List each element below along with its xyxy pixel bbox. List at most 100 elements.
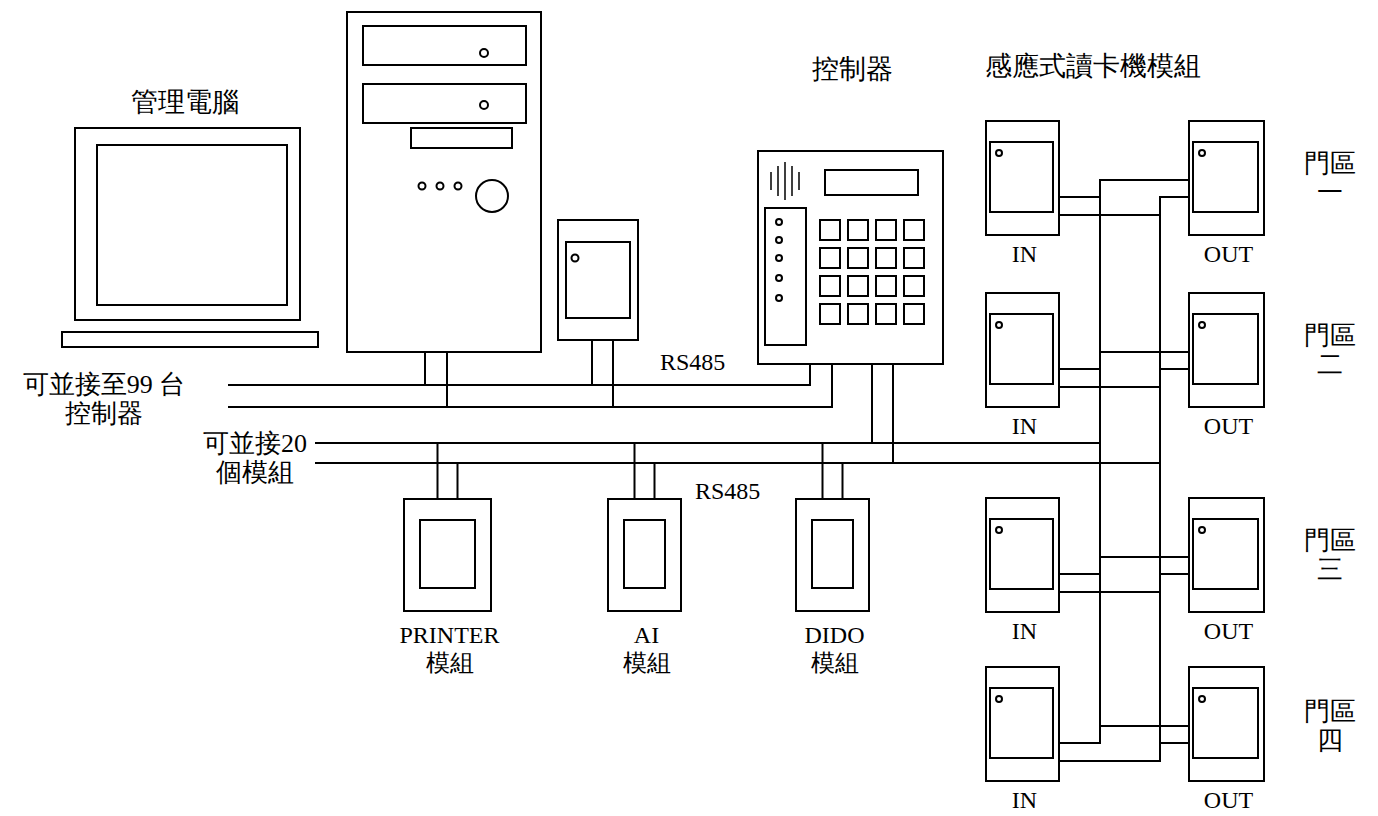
- keypad-key: [904, 248, 924, 268]
- node-label: 控制器: [812, 55, 893, 85]
- node-label: OUT: [1204, 414, 1253, 439]
- annotation-label: RS485: [695, 478, 760, 504]
- reader-led: [996, 150, 1002, 156]
- node-label: AI 模組: [623, 622, 671, 677]
- disk-slot: [411, 128, 512, 148]
- node-label: PRINTER 模組: [400, 622, 500, 677]
- bus-wire: [458, 365, 894, 498]
- reader-pad: [1193, 314, 1258, 384]
- reader-pad: [990, 314, 1053, 384]
- reader-pad: [990, 688, 1053, 758]
- power-button: [476, 180, 508, 212]
- status-led: [776, 219, 782, 225]
- indicator-led: [455, 183, 462, 190]
- node-label: DIDO 模組: [805, 622, 865, 677]
- node-label: OUT: [1204, 788, 1253, 813]
- reader-led: [1199, 527, 1205, 533]
- keypad-key: [848, 220, 868, 240]
- bus-wire: [893, 365, 1188, 743]
- drive-led: [480, 101, 488, 109]
- annotation-label: 可並接至99 台 控制器: [4, 371, 204, 428]
- keypad-key: [848, 276, 868, 296]
- reader-led: [1199, 322, 1205, 328]
- reader-pad: [1193, 142, 1258, 212]
- bus-wire: [893, 197, 1188, 463]
- drive-bay: [363, 26, 526, 65]
- lcd-display: [825, 170, 918, 195]
- io-module: PRINTER 模組: [403, 498, 492, 612]
- module-panel: [624, 520, 665, 588]
- drive-led: [480, 49, 488, 57]
- bus-connector: [425, 352, 832, 407]
- led-strip: [765, 208, 806, 345]
- reader-pad: [566, 242, 630, 318]
- node-label: IN: [1012, 619, 1037, 644]
- reader-pad: [990, 519, 1053, 589]
- bus-wire: [893, 365, 1188, 463]
- card-reader: IN: [985, 120, 1060, 236]
- annotation-label: 感應式讀卡機模組: [985, 52, 1201, 82]
- node-label: OUT: [1204, 242, 1253, 267]
- status-led: [776, 255, 782, 261]
- reader-led: [996, 696, 1002, 702]
- bus-tap: [592, 340, 613, 407]
- speaker-grille: [771, 162, 799, 200]
- reader-pad: [1193, 519, 1258, 589]
- bus-wire: [872, 365, 1188, 726]
- reader-led: [572, 255, 579, 262]
- annotation-label: 門區 一: [1304, 150, 1356, 207]
- card-reader: OUT: [1188, 497, 1265, 613]
- reader-led: [996, 322, 1002, 328]
- card-reader: IN: [985, 292, 1060, 408]
- keypad-key: [876, 248, 896, 268]
- io-module: DIDO 模組: [795, 498, 870, 612]
- bus-wire: [228, 385, 447, 407]
- node-label: IN: [1012, 414, 1037, 439]
- keypad-key: [904, 304, 924, 324]
- bus-connector: [438, 365, 894, 498]
- bus-wire: [843, 365, 894, 498]
- annotation-label: 門區 二: [1304, 322, 1356, 379]
- keypad-key: [904, 220, 924, 240]
- annotation-label: RS485: [660, 349, 725, 375]
- drive-bay: [363, 84, 526, 123]
- reader-pad: [1193, 688, 1258, 758]
- bus-wire: [823, 365, 873, 498]
- node-label: IN: [1012, 788, 1037, 813]
- keyboard: [62, 332, 318, 347]
- monitor-frame: [75, 128, 300, 320]
- bus-wire: [893, 215, 1160, 463]
- bus-connector: [872, 365, 1160, 761]
- bus-connector: [872, 180, 1188, 463]
- card-reader: IN: [985, 666, 1060, 782]
- reader-led: [1199, 150, 1205, 156]
- tower-case: [347, 12, 541, 352]
- bus-wire: [893, 365, 1160, 463]
- bus-wire: [447, 352, 832, 407]
- status-led: [776, 237, 782, 243]
- reader-led: [996, 527, 1002, 533]
- keypad-key: [820, 248, 840, 268]
- annotation-label: 門區 四: [1304, 698, 1356, 755]
- bus-connector: [872, 365, 1160, 463]
- keypad-key: [904, 276, 924, 296]
- node-label: 管理電腦: [131, 88, 239, 118]
- keypad-key: [820, 304, 840, 324]
- desk-reader: [558, 220, 638, 340]
- bus-wire: [872, 365, 1188, 557]
- reader-pad: [990, 142, 1053, 212]
- bus-wire: [872, 352, 1188, 443]
- keypad-key: [876, 304, 896, 324]
- bus-wire: [872, 180, 1188, 443]
- keypad-key: [848, 248, 868, 268]
- indicator-led: [437, 183, 444, 190]
- card-reader: OUT: [1188, 292, 1265, 408]
- module-panel: [420, 520, 475, 588]
- bus-wire: [893, 365, 1160, 761]
- bus-connector: [872, 365, 1188, 743]
- indicator-led: [419, 183, 426, 190]
- bus-connector: [635, 365, 894, 498]
- keypad-key: [820, 276, 840, 296]
